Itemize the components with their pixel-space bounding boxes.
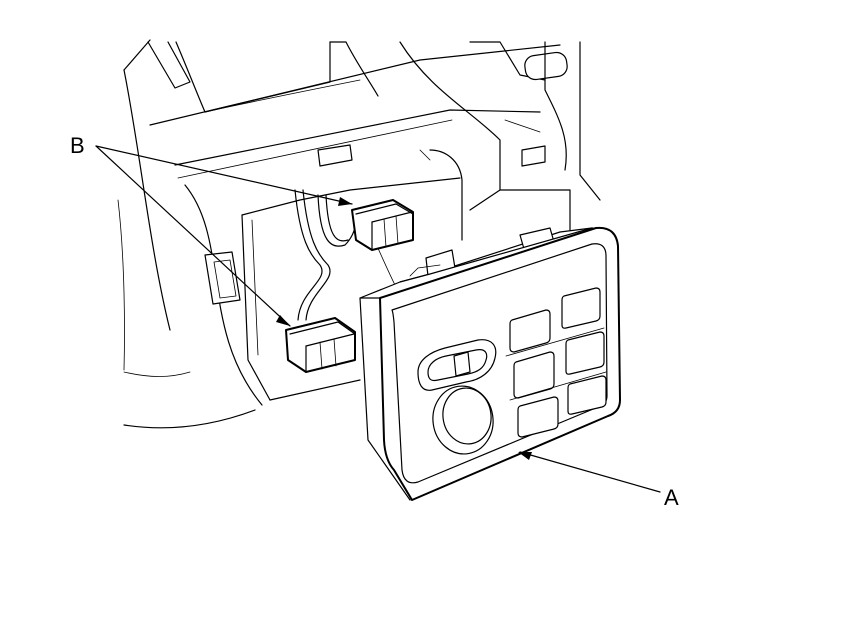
wire-harness — [294, 189, 361, 321]
connector-b-lower — [285, 317, 356, 373]
arrowhead-b-lower — [276, 315, 290, 326]
connector-b-upper — [351, 199, 414, 251]
leader-a — [519, 451, 661, 493]
leader-b-upper — [95, 145, 353, 205]
callout-label-a: A — [664, 485, 679, 510]
arrowhead-b-upper — [338, 197, 352, 206]
callout-leaders — [95, 145, 661, 493]
callout-label-b: B — [70, 133, 85, 158]
leader-b-lower — [95, 145, 291, 327]
switch-panel — [359, 226, 621, 501]
dashboard-panel — [117, 39, 601, 429]
arrowhead-a — [518, 452, 532, 460]
